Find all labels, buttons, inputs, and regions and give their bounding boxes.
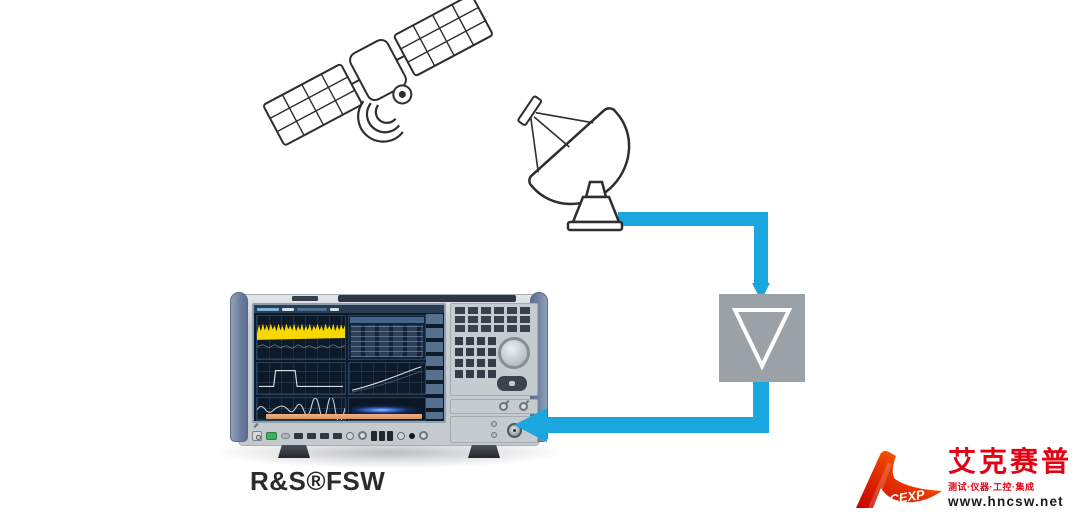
power-led xyxy=(266,431,277,440)
pulse-trace xyxy=(258,369,344,388)
wavy-trace xyxy=(257,398,345,420)
dish-pedestal xyxy=(566,180,624,232)
inverted-triangle-icon xyxy=(731,308,793,371)
bnc-connector xyxy=(499,402,508,411)
brand-tagline: 测试·仪器·工控·集成 xyxy=(948,482,1035,493)
analyzer-screen xyxy=(252,303,446,423)
toolbar-dash xyxy=(257,307,279,311)
angled-connector xyxy=(419,431,428,440)
left-handle-rail xyxy=(230,292,248,442)
angled-connector xyxy=(358,431,367,440)
function-key-row xyxy=(455,307,533,314)
brand-name: 艾克赛普 xyxy=(948,446,1073,477)
probe-slots xyxy=(371,430,393,441)
table-header-band xyxy=(350,317,424,323)
table-rows xyxy=(351,325,423,357)
power-button xyxy=(252,430,262,441)
satellite-solar-panel xyxy=(263,63,363,146)
logo-letters: CCEXP xyxy=(879,487,926,509)
aux-port xyxy=(491,432,497,438)
cable-dish-to-amplifier xyxy=(618,212,770,301)
usb-port xyxy=(294,432,303,439)
bnc-connector xyxy=(346,431,354,440)
numeric-keypad-row xyxy=(455,348,497,356)
rs-logo-mark xyxy=(292,296,318,301)
instrument-label: R&S®FSW xyxy=(250,466,386,496)
dish-antenna-icon xyxy=(517,95,631,232)
front-keypad-section xyxy=(450,303,538,396)
company-watermark: CCEXP 艾克赛普 测试·仪器·工控·集成 www.hncsw.net xyxy=(852,446,1080,516)
result-table-panel xyxy=(348,315,426,360)
function-key-row xyxy=(455,316,533,323)
satellite-dish-feed xyxy=(392,84,413,105)
amplifier-block xyxy=(719,294,805,382)
instrument-foot xyxy=(278,445,310,458)
bnc-connector xyxy=(397,431,405,440)
model-label-plate xyxy=(338,295,516,302)
toolbar-dash xyxy=(330,307,339,311)
status-bar-orange xyxy=(266,414,422,419)
numeric-keypad-row xyxy=(455,337,497,345)
usb-port xyxy=(307,432,316,439)
function-key-row xyxy=(455,325,533,332)
numeric-keypad-row xyxy=(455,370,497,378)
toolbar-dash xyxy=(282,307,294,311)
rotary-knob xyxy=(498,337,530,369)
headphone-jack xyxy=(281,432,290,439)
dish-feed-assembly xyxy=(517,95,594,173)
satellite-icon xyxy=(263,0,493,146)
instrument-foot xyxy=(468,445,500,458)
satellite-body xyxy=(349,39,407,101)
brand-strip xyxy=(252,295,536,303)
cable-amplifier-to-analyzer xyxy=(514,382,769,442)
connector-subpanel-lower xyxy=(450,416,538,443)
small-port xyxy=(409,432,415,439)
watermark-text-block: 艾克赛普 测试·仪器·工控·集成 www.hncsw.net xyxy=(948,446,1080,509)
rf-input-connector xyxy=(507,423,522,438)
diagonal-trace xyxy=(351,366,422,393)
aux-port xyxy=(491,421,497,427)
dish-bowl xyxy=(528,107,631,206)
pulse-trace-panel xyxy=(256,362,346,395)
signal-waves-icon xyxy=(357,100,404,143)
spectrum-analyzer xyxy=(216,292,562,468)
noise-spectrum-trace xyxy=(257,323,345,349)
usb-port xyxy=(333,432,342,439)
bnc-connector xyxy=(519,402,528,411)
front-connector-row xyxy=(250,427,448,444)
usb-port xyxy=(320,432,329,439)
signal-glow xyxy=(352,404,422,415)
softkey-column xyxy=(426,314,443,419)
device-shadow xyxy=(216,442,562,468)
accexp-logo-icon: CCEXP xyxy=(856,451,942,509)
arrow-keys xyxy=(497,376,527,391)
sweep-trace-panel xyxy=(348,362,426,395)
connector-subpanel-upper xyxy=(450,399,538,414)
screen-toolbar xyxy=(254,305,444,313)
satellite-solar-panel xyxy=(393,0,493,77)
numeric-keypad-row xyxy=(455,359,497,367)
toolbar-dash xyxy=(297,307,327,311)
brand-url: www.hncsw.net xyxy=(948,494,1064,510)
spectrum-trace-panel xyxy=(256,315,346,360)
